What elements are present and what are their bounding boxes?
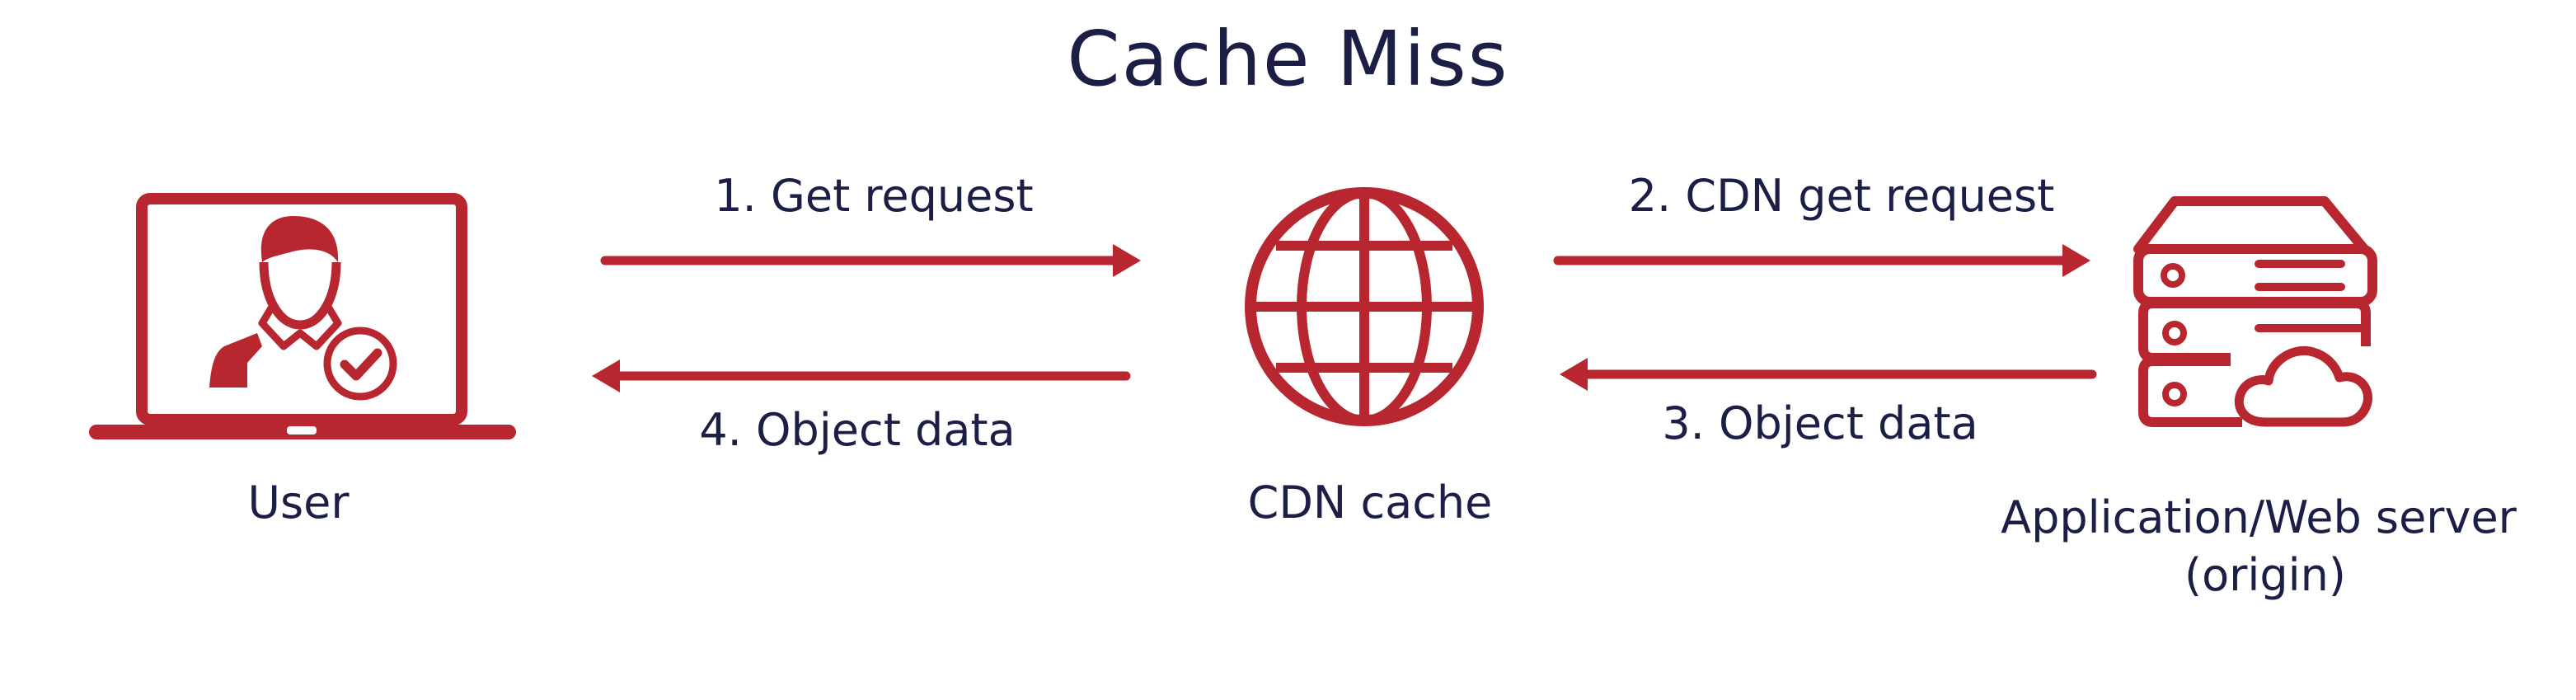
laptop-user-icon [89, 193, 516, 439]
arrow-step-3 [1560, 358, 2097, 391]
diagram-title: Cache Miss [1067, 15, 1509, 103]
globe-icon [1245, 187, 1484, 426]
arrow-step-1 [600, 244, 1141, 277]
flow-label-step-4: 4. Object data [699, 404, 1016, 456]
node-label-user: User [247, 477, 350, 529]
arrow-step-2 [1553, 244, 2090, 277]
node-label-origin-line2: (origin) [2184, 549, 2346, 601]
node-label-cdn: CDN cache [1247, 477, 1493, 529]
server-cloud-icon [2133, 196, 2377, 427]
node-label-origin-line1: Application/Web server [2001, 491, 2517, 543]
flow-label-step-3: 3. Object data [1662, 397, 1978, 449]
flow-label-step-2: 2. CDN get request [1628, 170, 2055, 222]
flow-label-step-1: 1. Get request [714, 170, 1034, 222]
arrow-step-4 [592, 359, 1131, 392]
